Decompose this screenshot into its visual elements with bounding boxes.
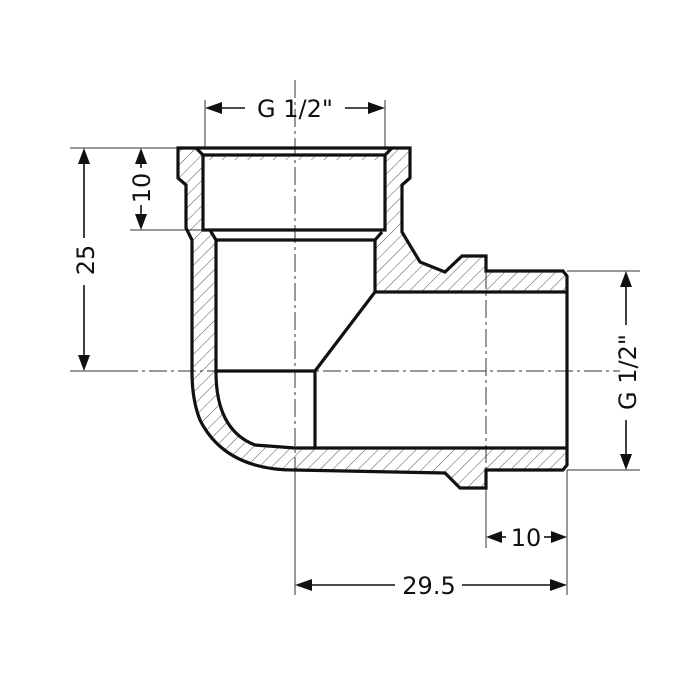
dim-male-thread-length: 10 <box>486 524 567 552</box>
dim-socket-depth: 10 <box>128 148 156 230</box>
dim-height-center-label: 25 <box>72 245 100 276</box>
dim-male-thread-length-label: 10 <box>511 524 542 552</box>
dim-height-center: 25 <box>72 148 100 371</box>
section-hatching <box>178 148 567 488</box>
dim-top-thread-label: G 1/2" <box>257 95 333 123</box>
dim-top-thread: G 1/2" <box>205 95 385 123</box>
center-lines <box>120 80 620 470</box>
dim-socket-depth-label: 10 <box>128 173 156 204</box>
body-outline <box>176 146 569 490</box>
dim-right-thread-label: G 1/2" <box>614 334 642 410</box>
dim-length-center: 29.5 <box>295 572 567 600</box>
dim-length-center-label: 29.5 <box>402 572 455 600</box>
extension-lines <box>70 100 640 595</box>
dim-right-thread: G 1/2" <box>614 271 642 470</box>
